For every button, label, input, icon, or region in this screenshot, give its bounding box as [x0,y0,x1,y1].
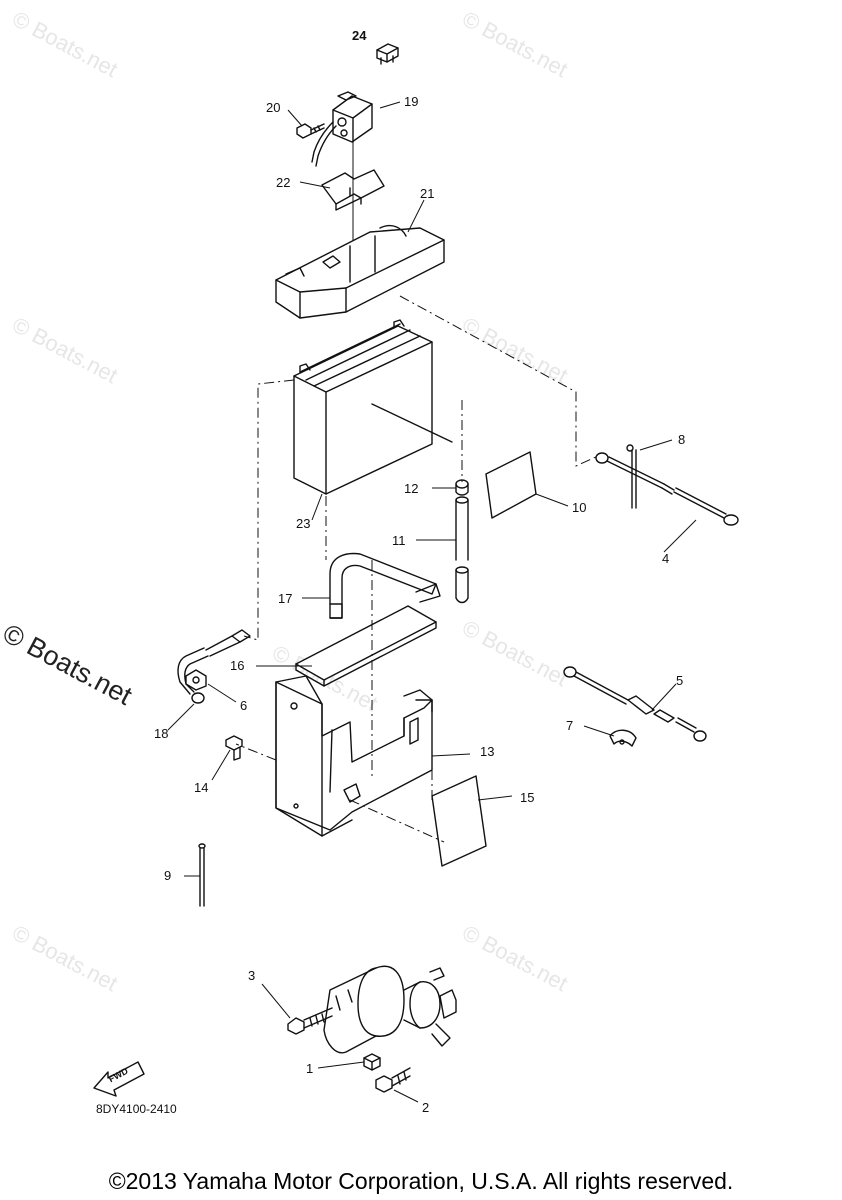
copyright-notice: ©2013 Yamaha Motor Corporation, U.S.A. A… [108,1168,734,1194]
callout-17: 17 [278,591,293,606]
part-8-pin-icon [626,444,637,509]
callout-3: 3 [248,968,256,983]
part-5-cable-icon [563,666,707,742]
part-23-battery-icon [293,319,453,495]
part-19-relay-icon [311,91,373,167]
part-1-nut-icon [363,1053,381,1071]
callout-14: 14 [194,780,209,795]
callout-22: 22 [276,175,291,190]
part-10-label-sheet-icon [485,451,537,519]
callout-5: 5 [676,673,684,688]
callout-11: 11 [392,533,406,548]
callout-1: 1 [306,1061,314,1076]
part-9-cable-tie-icon [198,843,206,907]
callout-18: 18 [154,726,169,741]
part-4-cable-icon [595,452,739,526]
starter-motor-icon [323,965,457,1054]
callout-16: 16 [230,658,245,673]
callout-21: 21 [420,186,435,201]
part-12-clamp-icon [455,479,469,496]
part-3-bolt-icon [287,1007,333,1035]
callout-20: 20 [266,100,281,115]
part-2-bolt-icon [375,1067,411,1093]
part-17-battery-band-icon [329,552,441,619]
part-7-clamp-icon [609,729,637,747]
callout-24: 24 [352,28,367,43]
part-6-bracket-icon [185,669,207,691]
part-11-hose-icon [455,496,469,604]
part-20-bolt-icon [296,123,325,139]
callout-4: 4 [662,551,670,566]
diagram-code: 8DY4100-2410 [96,1102,177,1116]
part-13-battery-box-icon [275,675,433,837]
callout-23: 23 [296,516,311,531]
part-24-fuse-icon [376,43,399,65]
fwd-arrow-icon [93,1061,145,1097]
part-16-pad-icon [295,605,437,687]
callout-9: 9 [164,868,172,883]
callout-2: 2 [422,1100,430,1115]
callout-12: 12 [404,481,419,496]
callout-8: 8 [678,432,686,447]
part-14-bolt-icon [225,735,243,761]
callout-13: 13 [480,744,495,759]
callout-19: 19 [404,94,419,109]
callout-15: 15 [520,790,535,805]
part-15-sheet-icon [431,775,487,867]
callout-10: 10 [572,500,587,515]
callout-7: 7 [566,718,574,733]
part-21-battery-cover-icon [275,224,445,319]
callout-6: 6 [240,698,248,713]
